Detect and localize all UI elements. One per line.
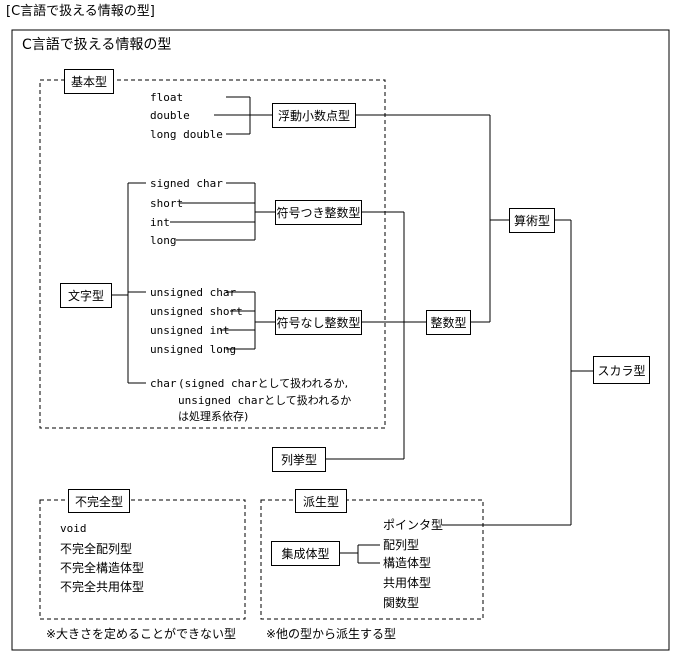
char-note-line1: (signed charとして扱われるか, bbox=[178, 378, 348, 389]
basic-group-border bbox=[39, 79, 386, 429]
derived-type-label: 派生型 bbox=[295, 489, 347, 513]
type-unsigned-long: unsigned long bbox=[150, 343, 237, 356]
array-type: 配列型 bbox=[383, 538, 420, 552]
char-note-line2-text: として扱われるか bbox=[264, 394, 352, 407]
incomplete-group-border bbox=[39, 499, 246, 620]
function-type: 関数型 bbox=[383, 596, 420, 610]
enumeration-type-box: 列挙型 bbox=[272, 447, 326, 472]
outer-frame bbox=[11, 29, 670, 651]
char-note-line1-code: (signed char bbox=[178, 377, 258, 390]
char-note-line3: は処理系依存) bbox=[178, 410, 249, 423]
basic-type-label: 基本型 bbox=[64, 69, 114, 94]
incomplete-footnote: ※大きさを定めることができない型 bbox=[46, 627, 237, 641]
page-caption: [C言語で扱える情報の型] bbox=[6, 4, 155, 19]
derived-group-border bbox=[260, 499, 484, 620]
signed-integer-type-box: 符号つき整数型 bbox=[275, 200, 362, 225]
derived-footnote: ※他の型から派生する型 bbox=[266, 627, 397, 641]
scalar-type-box: スカラ型 bbox=[593, 356, 650, 384]
character-type-box: 文字型 bbox=[60, 283, 112, 308]
incomplete-union-type: 不完全共用体型 bbox=[60, 580, 145, 594]
integer-type-box: 整数型 bbox=[426, 310, 471, 335]
char-note-line2: unsigned charとして扱われるか bbox=[178, 395, 351, 406]
type-long-double: long double bbox=[150, 128, 223, 141]
type-unsigned-char: unsigned char bbox=[150, 286, 237, 299]
type-unsigned-short: unsigned short bbox=[150, 305, 243, 318]
type-short: short bbox=[150, 197, 184, 210]
type-unsigned-int: unsigned int bbox=[150, 324, 230, 337]
type-char: char bbox=[150, 377, 177, 390]
incomplete-array-type: 不完全配列型 bbox=[60, 542, 133, 556]
char-note-line2-code: unsigned char bbox=[178, 394, 265, 407]
union-type: 共用体型 bbox=[383, 576, 432, 590]
type-signed-char: signed char bbox=[150, 177, 223, 190]
incomplete-struct-type: 不完全構造体型 bbox=[60, 561, 145, 575]
unsigned-integer-type-box: 符号なし整数型 bbox=[275, 310, 362, 335]
incomplete-type-label: 不完全型 bbox=[68, 489, 130, 513]
type-int: int bbox=[150, 216, 170, 229]
struct-type: 構造体型 bbox=[383, 556, 432, 570]
type-long: long bbox=[150, 234, 177, 247]
type-void: void bbox=[60, 522, 87, 535]
frame-title: C言語で扱える情報の型 bbox=[22, 37, 172, 53]
aggregate-type-box: 集成体型 bbox=[271, 541, 340, 566]
floating-point-type-box: 浮動小数点型 bbox=[272, 103, 356, 128]
arithmetic-type-box: 算術型 bbox=[509, 208, 555, 233]
char-note-line1-text: として扱われるか, bbox=[257, 377, 349, 390]
pointer-type: ポインタ型 bbox=[383, 518, 444, 532]
type-float: float bbox=[150, 91, 184, 104]
type-double: double bbox=[150, 109, 190, 122]
